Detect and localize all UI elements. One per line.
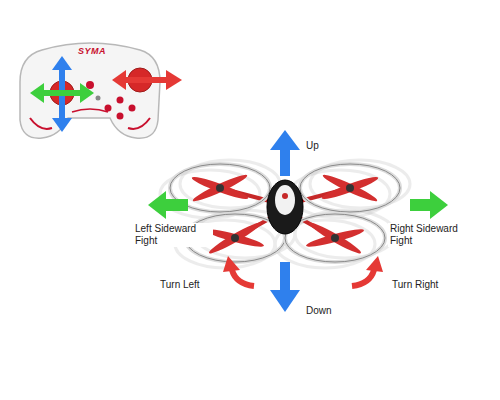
brand-logo: SYMA	[78, 45, 106, 57]
motor	[331, 234, 339, 242]
direction-label: Up	[306, 140, 319, 152]
center-button	[86, 81, 94, 89]
motor	[216, 184, 224, 192]
right-arrow	[410, 191, 448, 219]
rotor-guard	[300, 164, 400, 212]
quadcopter	[170, 164, 400, 262]
propeller	[320, 174, 379, 202]
arrow-head	[80, 83, 94, 103]
propeller	[321, 172, 379, 205]
drone-ghost	[160, 170, 390, 268]
direction-label: Turn Left	[160, 279, 200, 291]
direction-label: Down	[306, 305, 332, 317]
arrow-shaft	[124, 77, 168, 83]
arrow-head	[270, 290, 300, 312]
controller-trim	[30, 118, 52, 129]
direction-label: Turn Right	[392, 279, 438, 291]
arrow-shaft	[352, 270, 374, 286]
arrow-head	[112, 70, 126, 90]
arrow-shaft	[232, 270, 254, 286]
arrow-head	[366, 256, 383, 272]
trim-button	[117, 113, 124, 120]
drone-canopy	[275, 185, 295, 215]
trim-button	[117, 97, 124, 104]
turn-right-arrow	[352, 256, 383, 286]
roll-arrow	[112, 70, 182, 90]
propeller	[307, 220, 363, 257]
remote-controller	[20, 43, 182, 138]
up-arrow	[270, 130, 300, 176]
controller-body	[20, 43, 160, 138]
arrow-shaft	[280, 262, 290, 292]
yaw-arrow	[30, 83, 94, 103]
trim-button	[129, 105, 136, 112]
motor	[346, 184, 354, 192]
down-arrow	[270, 262, 300, 312]
arrow-shaft	[280, 148, 290, 176]
arrow-head	[52, 56, 72, 70]
back-right-rotor	[300, 164, 400, 212]
power-led	[96, 96, 101, 101]
arrow-head	[270, 130, 300, 150]
motor	[231, 234, 239, 242]
direction-label: Left Sideward Fight	[133, 223, 213, 247]
propeller	[305, 226, 365, 249]
arrow-shaft	[410, 199, 432, 211]
drone-ghost	[180, 160, 410, 258]
arrow-head	[430, 191, 448, 219]
propeller	[205, 226, 265, 249]
left-arrow	[148, 191, 188, 219]
arrow-head	[223, 256, 240, 272]
arrow-head	[30, 83, 44, 103]
propeller	[191, 172, 249, 205]
controller-trim	[128, 118, 150, 129]
trim-button	[105, 105, 112, 112]
rotor-guard	[300, 164, 400, 212]
arrow-shaft	[42, 90, 82, 96]
propeller	[207, 220, 263, 257]
turn-left-arrow	[223, 256, 254, 286]
arrow-shaft	[164, 199, 188, 211]
arrow-head	[52, 118, 72, 132]
direction-label: Right Sideward Fight	[388, 223, 472, 247]
controller-trim	[72, 109, 108, 112]
arrow-head	[166, 70, 182, 90]
drone-light	[282, 193, 288, 199]
drone-body	[267, 180, 303, 234]
arrow-head	[148, 191, 166, 219]
